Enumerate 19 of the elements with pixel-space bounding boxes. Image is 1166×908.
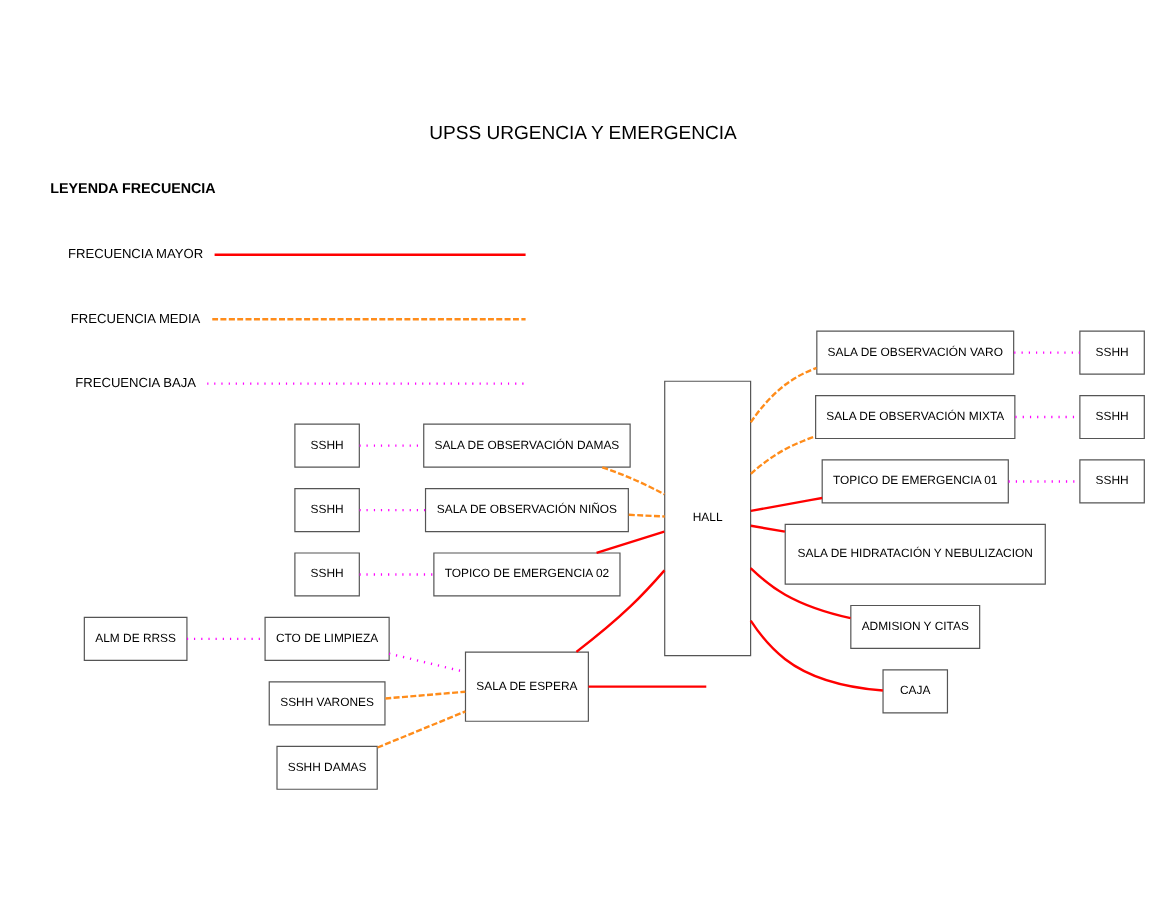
connector [750, 435, 816, 475]
connector [359, 573, 434, 576]
connector [628, 513, 665, 518]
diagram-title: UPSS URGENCIA Y EMERGENCIA [429, 122, 737, 145]
connector [596, 530, 665, 555]
connector [575, 569, 666, 653]
connector [750, 496, 823, 513]
connector [749, 366, 817, 424]
connector [388, 652, 466, 674]
connector [385, 690, 466, 700]
connector [749, 619, 883, 692]
connector [601, 466, 665, 496]
connector [1008, 480, 1080, 483]
connector [588, 685, 707, 688]
connector [1014, 351, 1080, 354]
connector [187, 637, 266, 641]
connector [749, 567, 851, 620]
connector [377, 710, 466, 749]
connector [750, 524, 786, 533]
